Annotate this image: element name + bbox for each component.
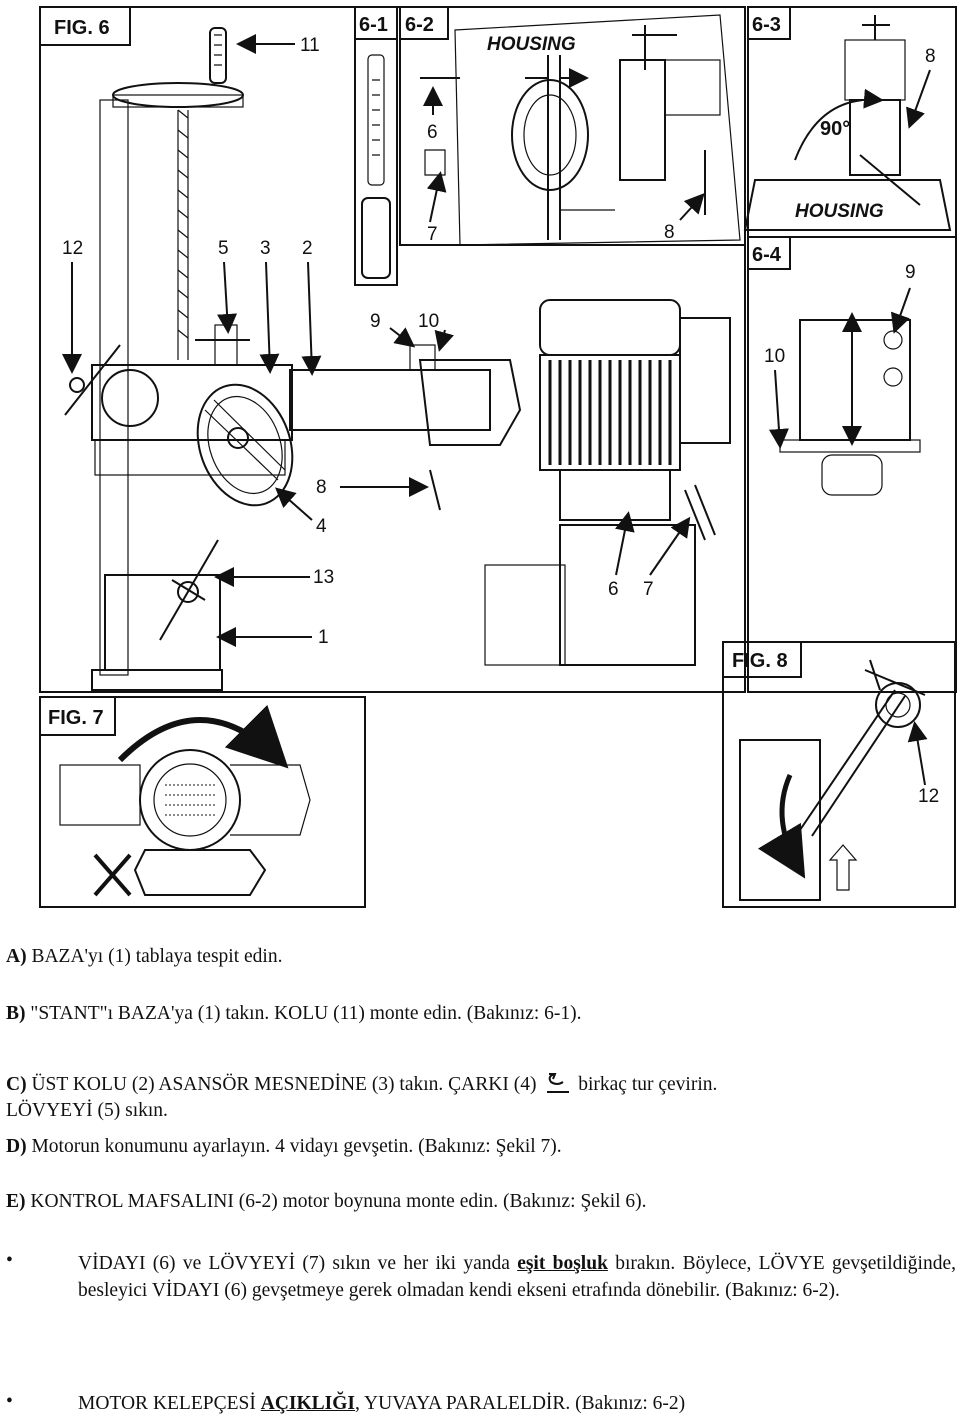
turn-wheel-icon — [547, 1073, 570, 1093]
callout-6-4-9: 9 — [905, 262, 916, 283]
instruction-a-letter: A) — [6, 946, 27, 967]
fig6-panel: FIG. 6 — [39, 6, 746, 693]
bullet-2-post: , YUVAYA PARALELDİR. (Bakınız: 6-2) — [355, 1393, 686, 1414]
callout-1: 1 — [318, 627, 329, 648]
bullet-2-text: MOTOR KELEPÇESİ AÇIKLIĞI, YUVAYA PARALEL… — [78, 1390, 956, 1417]
bullet-1-pre: VİDAYI (6) ve LÖVYEYİ (7) sıkın ve her i… — [78, 1253, 518, 1274]
instruction-c: C) ÜST KOLU (2) ASANSÖR MESNEDİNE (3) ta… — [6, 1070, 956, 1098]
fig6-2-panel: 6-2 HOUSING 6 7 8 — [399, 6, 746, 246]
fig6-4-panel: 6-4 9 10 — [747, 236, 957, 693]
bullet-2-underlined: AÇIKLIĞI — [260, 1393, 356, 1414]
instruction-d-letter: D) — [6, 1136, 27, 1157]
bullet-2-marker: • — [6, 1391, 13, 1412]
bullet-1-text: VİDAYI (6) ve LÖVYEYİ (7) sıkın ve her i… — [78, 1250, 956, 1304]
callout-6-2-8: 8 — [664, 222, 675, 243]
instruction-c-text-1: ÜST KOLU (2) ASANSÖR MESNEDİNE (3) takın… — [26, 1074, 537, 1095]
bullet-2-pre: MOTOR KELEPÇESİ — [78, 1393, 261, 1414]
bullet-1-underlined: eşit boşluk — [517, 1253, 608, 1274]
callout-9: 9 — [370, 311, 381, 332]
instruction-b-text: "STANT"ı BAZA'ya (1) takın. KOLU (11) mo… — [25, 1003, 582, 1024]
arm-assembly — [64, 324, 522, 507]
fig7-panel: FIG. 7 — [39, 696, 366, 908]
bullet-1-marker: • — [6, 1250, 13, 1271]
angle-90: 90° — [820, 118, 850, 140]
fig8-panel: FIG. 8 12 — [722, 641, 956, 908]
callout-3: 3 — [260, 238, 271, 259]
instruction-c-letter: C) — [6, 1074, 27, 1095]
callout-2: 2 — [302, 238, 313, 259]
instruction-a-text: BAZA'yı (1) tablaya tespit edin. — [26, 946, 283, 967]
instruction-d-text: Motorun konumunu ayarlayın. 4 vidayı gev… — [26, 1136, 562, 1157]
callout-7: 7 — [643, 579, 654, 600]
fig6-4-label: 6-4 — [752, 244, 782, 266]
instruction-b: B) "STANT"ı BAZA'ya (1) takın. KOLU (11)… — [6, 1000, 956, 1027]
motor — [409, 299, 731, 666]
callout-6-3-8: 8 — [925, 46, 936, 67]
bullet-1-post: bırakın. Böylece, LÖVYE gevşetildiğinde,… — [78, 1253, 956, 1301]
stand-column — [91, 99, 223, 691]
fig6-3-panel: 6-3 HOUSING 90° 8 — [743, 6, 957, 238]
fig6-1-label: 6-1 — [359, 14, 388, 36]
fig7-label: FIG. 7 — [48, 707, 104, 729]
fig6-label: FIG. 6 — [54, 17, 110, 39]
base-clamp-lever — [159, 539, 219, 641]
callout-6-4-10: 10 — [764, 346, 785, 367]
callout-6-1-6: 6 — [427, 122, 438, 143]
fig6-2-label: 6-2 — [405, 14, 434, 36]
fig6-3-label: 6-3 — [752, 14, 781, 36]
callout-6-1-7: 7 — [427, 224, 438, 245]
callout-12: 12 — [62, 238, 83, 259]
instruction-a: A) BAZA'yı (1) tablaya tespit edin. — [6, 943, 956, 970]
callout-10: 10 — [418, 311, 439, 332]
callout-8: 8 — [316, 477, 327, 498]
callout-4: 4 — [316, 516, 327, 537]
instruction-e: E) KONTROL MAFSALINI (6-2) motor boynuna… — [6, 1188, 956, 1215]
top-handwheel — [112, 27, 244, 108]
instruction-e-letter: E) — [6, 1191, 26, 1212]
callout-13: 13 — [313, 567, 334, 588]
instruction-b-letter: B) — [6, 1003, 26, 1024]
callout-5: 5 — [218, 238, 229, 259]
instruction-c-line2: LÖVYEYİ (5) sıkın. — [6, 1100, 168, 1121]
instruction-e-text: KONTROL MAFSALINI (6-2) motor boynuna mo… — [25, 1191, 647, 1212]
callout-8-12: 12 — [918, 786, 939, 807]
instruction-d: D) Motorun konumunu ayarlayın. 4 vidayı … — [6, 1133, 956, 1160]
housing-label-6-3: HOUSING — [795, 201, 884, 222]
instruction-c-text-2: birkaç tur çevirin. — [573, 1074, 718, 1095]
technical-drawing: FIG. 6 — [39, 6, 957, 908]
housing-label-6-2: HOUSING — [487, 34, 576, 55]
fig8-label: FIG. 8 — [732, 650, 788, 672]
fig6-1-panel: 6-1 — [354, 6, 398, 286]
callout-6: 6 — [608, 579, 619, 600]
callout-11: 11 — [300, 35, 320, 56]
